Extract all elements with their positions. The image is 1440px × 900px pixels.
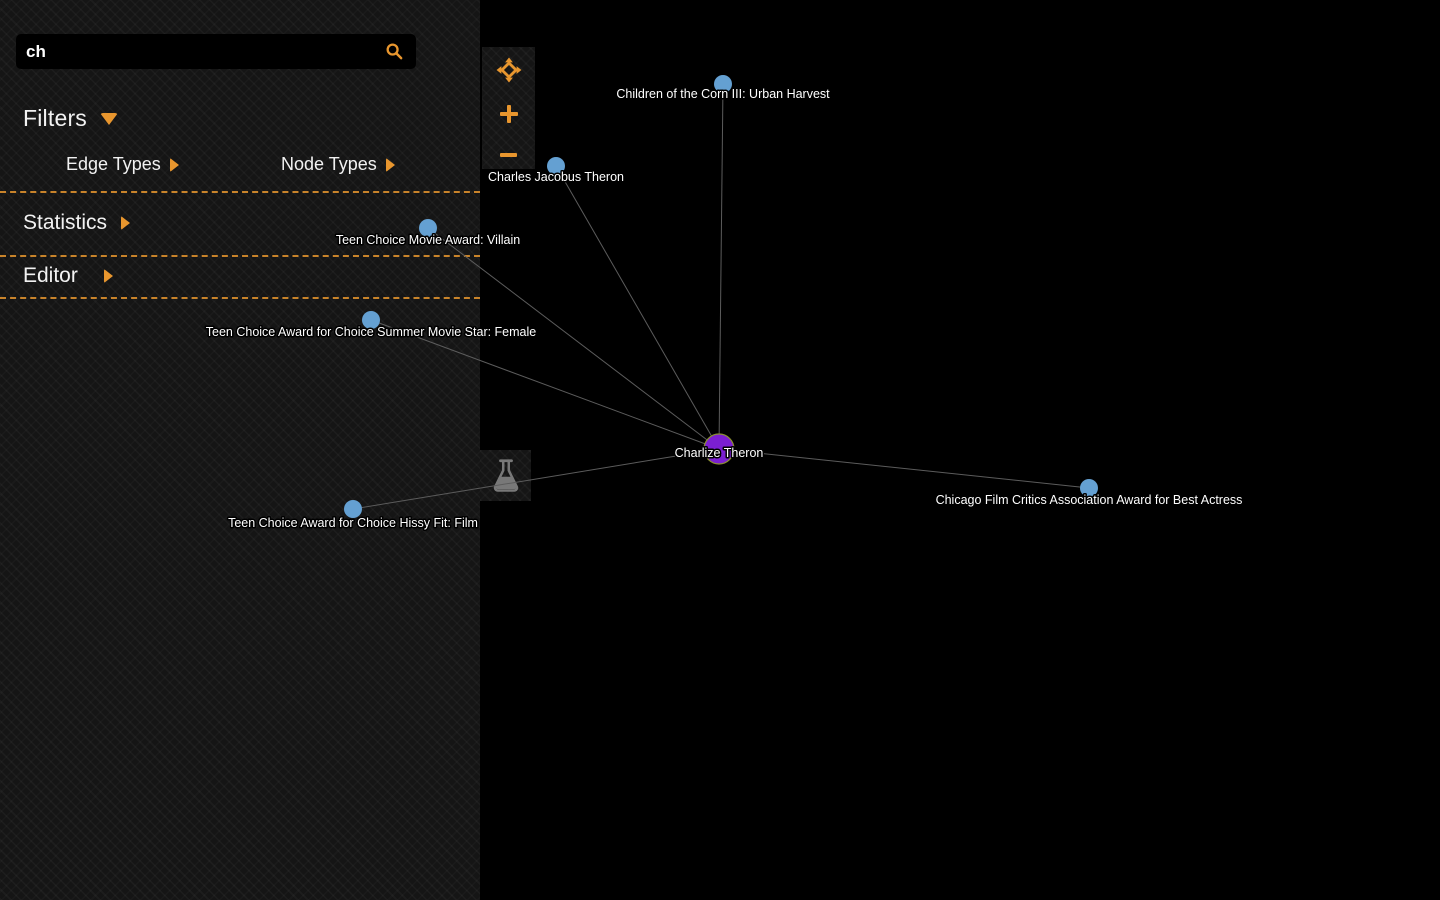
editor-button[interactable]: Editor (23, 264, 113, 288)
statistics-button[interactable]: Statistics (23, 211, 131, 235)
plus-icon (499, 105, 518, 123)
graph-edge (718, 448, 1090, 489)
graph-toolbar (482, 47, 535, 169)
separator (0, 255, 480, 257)
chevron-right-icon (169, 157, 179, 172)
search-icon[interactable] (385, 42, 404, 61)
statistics-label: Statistics (23, 211, 108, 234)
separator (0, 191, 480, 193)
editor-label: Editor (23, 264, 78, 287)
graph-node[interactable] (547, 157, 565, 175)
flask-icon (493, 458, 518, 492)
chevron-right-icon (103, 269, 113, 283)
pan-button[interactable] (482, 57, 535, 83)
sidebar: Filters Edge Types Node Types Statistics… (0, 0, 480, 900)
chevron-right-icon (385, 157, 395, 172)
graph-edge (718, 83, 724, 450)
node-label: Charles Jacobus Theron (488, 170, 624, 184)
search-box (16, 34, 416, 69)
filters-header[interactable]: Filters (23, 105, 119, 132)
chevron-right-icon (121, 216, 131, 230)
lab-button[interactable] (480, 450, 531, 501)
filters-title: Filters (23, 105, 88, 131)
node-label: Children of the Corn III: Urban Harvest (616, 87, 830, 101)
graph-node[interactable] (714, 75, 732, 93)
minus-icon (500, 153, 517, 157)
node-types-label: Node Types (281, 154, 377, 174)
selected-node[interactable] (703, 433, 735, 465)
node-label: Chicago Film Critics Association Award f… (936, 493, 1243, 507)
separator (0, 297, 480, 299)
chevron-down-icon (100, 112, 119, 125)
edge-types-label: Edge Types (66, 154, 161, 174)
graph-node[interactable] (1080, 479, 1098, 497)
graph-edge (555, 165, 720, 450)
move-arrows-icon (496, 57, 521, 83)
node-types-button[interactable]: Node Types (281, 154, 395, 175)
zoom-out-button[interactable] (482, 153, 535, 157)
edge-types-button[interactable]: Edge Types (66, 154, 179, 175)
search-input[interactable] (16, 34, 386, 69)
zoom-in-button[interactable] (482, 105, 535, 123)
selected-node-label: Charlize Theron (675, 446, 764, 460)
